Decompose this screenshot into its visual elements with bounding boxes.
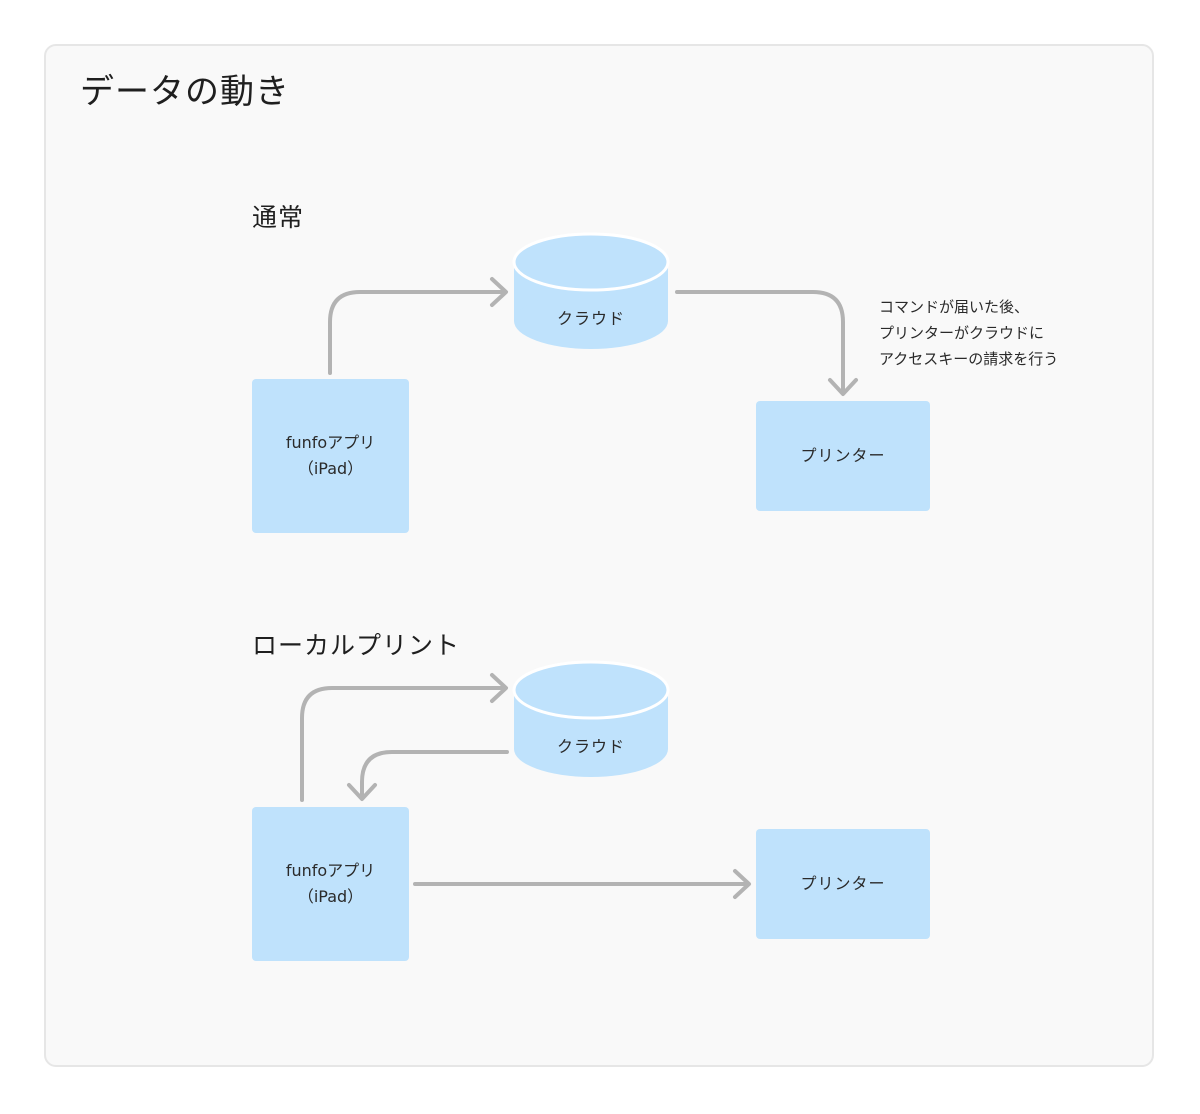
- printer-node-normal: プリンター: [756, 401, 930, 511]
- printer-label: プリンター: [800, 446, 886, 465]
- diagram-frame: [44, 44, 1154, 1067]
- app-device: （iPad）: [297, 887, 364, 906]
- note-line: コマンドが届いた後、: [879, 298, 1030, 316]
- app-device: （iPad）: [297, 459, 364, 478]
- page-title: データの動き: [80, 72, 290, 112]
- note-line: アクセスキーの請求を行う: [879, 350, 1059, 368]
- app-name: funfoアプリ: [285, 861, 376, 880]
- section-heading-local: ローカルプリント: [252, 631, 461, 660]
- app-name: funfoアプリ: [285, 433, 376, 452]
- cloud-label-normal: クラウド: [556, 309, 625, 328]
- printer-node-local: プリンター: [756, 829, 930, 939]
- printer-label: プリンター: [800, 874, 886, 893]
- app-node-normal: funfoアプリ （iPad）: [252, 379, 409, 533]
- note-line: プリンターがクラウドに: [879, 324, 1045, 342]
- cloud-printer-note: コマンドが届いた後、 プリンターがクラウドに アクセスキーの請求を行う: [879, 294, 1058, 372]
- app-node-local: funfoアプリ （iPad）: [252, 807, 409, 961]
- cloud-label-local: クラウド: [556, 737, 625, 756]
- section-heading-normal: 通常: [252, 203, 305, 232]
